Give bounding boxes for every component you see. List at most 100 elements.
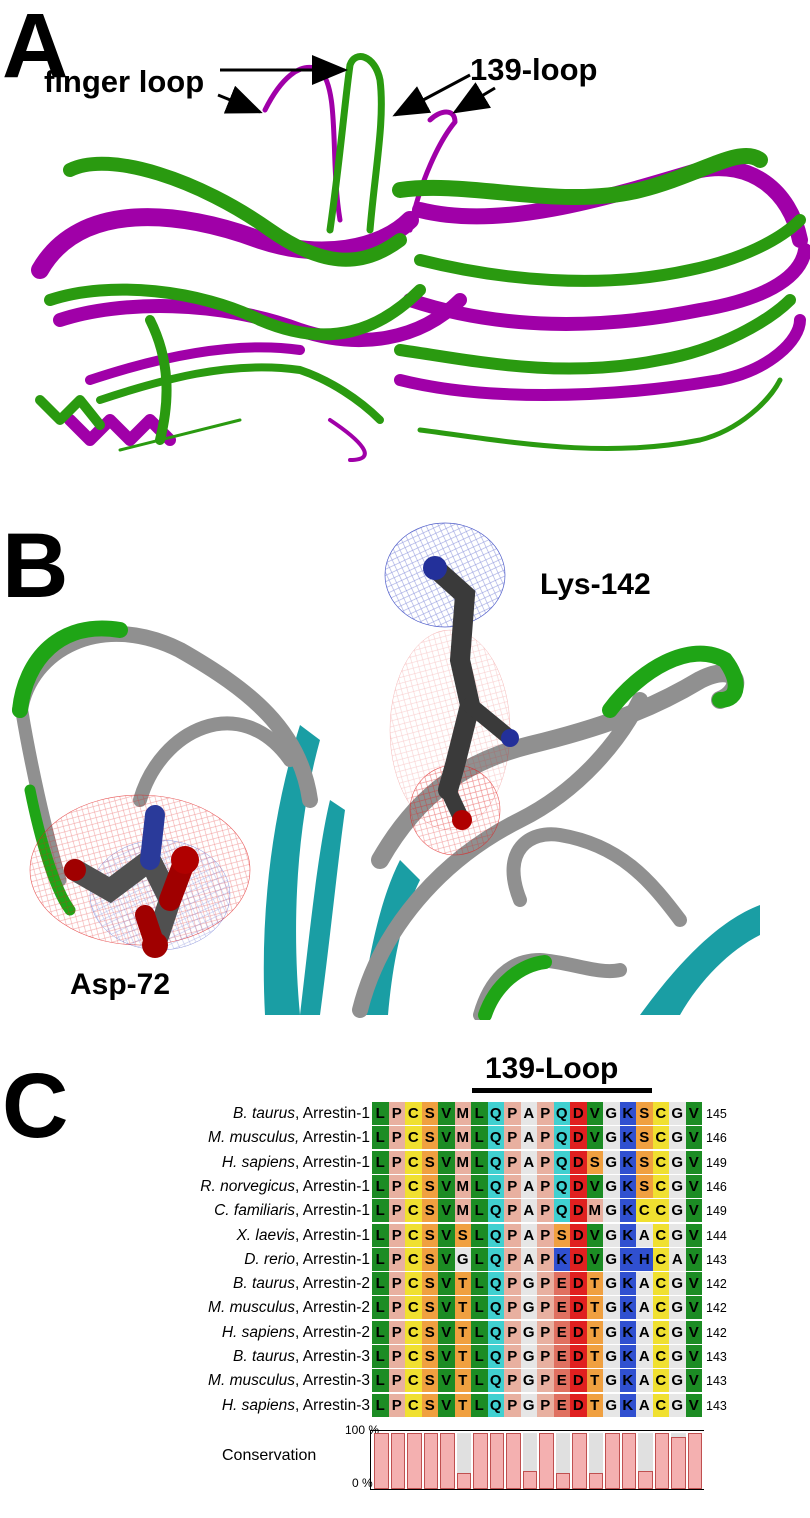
residue-cell: L (471, 1369, 488, 1393)
residue-cell: P (504, 1174, 521, 1198)
conservation-bar (374, 1433, 389, 1489)
139-loop-label: 139-loop (470, 52, 598, 87)
sequence-end-number: 146 (706, 1131, 727, 1146)
residue-cell: P (537, 1199, 554, 1223)
residue-cell: D (570, 1296, 587, 1320)
residue-cell: D (570, 1126, 587, 1150)
residue-cell: V (586, 1102, 603, 1125)
residue-cell: V (685, 1369, 702, 1393)
panel-a-letter: A (2, 0, 69, 97)
species-name: B. taurus (233, 1348, 296, 1365)
residue-cell: Q (487, 1174, 504, 1198)
residue-cell: V (438, 1320, 455, 1344)
residue-cell: L (372, 1320, 389, 1344)
panel-b-residue-view (12, 522, 760, 1020)
residue-cell: P (388, 1393, 405, 1417)
residue-cell: V (438, 1272, 455, 1296)
residue-cell: K (619, 1247, 636, 1271)
residue-cell: A (520, 1102, 537, 1125)
residue-cell: P (504, 1369, 521, 1393)
conservation-bar (638, 1471, 653, 1489)
residue-cell: S (421, 1272, 438, 1296)
residue-cell: E (553, 1345, 570, 1368)
residue-cell: L (372, 1247, 389, 1271)
residue-cell: S (421, 1369, 438, 1393)
residue-cell: P (504, 1296, 521, 1320)
residue-cell: G (669, 1345, 686, 1368)
species-separator: , (295, 1105, 300, 1122)
residue-cell: G (603, 1150, 620, 1174)
protein-name: Arrestin-1 (299, 1250, 370, 1268)
residue-cell: T (586, 1320, 603, 1344)
residue-cell: Q (487, 1369, 504, 1393)
residue-cell: C (652, 1296, 669, 1320)
residue-cell: D (570, 1150, 587, 1174)
residue-cell: A (669, 1247, 686, 1271)
species-label: H. sapiens, Arrestin-2 (0, 1321, 370, 1345)
sequence-end-number: 143 (706, 1398, 727, 1413)
residue-cell: A (520, 1223, 537, 1247)
residue-cell: A (636, 1272, 653, 1296)
residue-cell: G (669, 1150, 686, 1174)
residue-cell: G (603, 1393, 620, 1417)
residue-cell: G (603, 1272, 620, 1296)
residue-cell: M (454, 1102, 471, 1125)
residue-cell: V (685, 1320, 702, 1344)
protein-name: Arrestin-1 (299, 1226, 370, 1244)
residue-cell: V (438, 1174, 455, 1198)
residue-cell: C (652, 1126, 669, 1150)
residue-cell: V (438, 1223, 455, 1247)
residue-cell: G (520, 1272, 537, 1296)
species-name: R. norvegicus (200, 1177, 296, 1195)
residue-cell: L (372, 1174, 389, 1198)
residue-cell: M (454, 1199, 471, 1223)
residue-cell: C (405, 1199, 422, 1223)
conservation-axis-bottom: 0 % (352, 1476, 373, 1490)
residue-cell: G (520, 1320, 537, 1344)
residue-cell: E (553, 1393, 570, 1417)
residue-cell: C (652, 1102, 669, 1125)
species-separator: , (295, 1299, 300, 1317)
residue-cell: T (454, 1272, 471, 1296)
residue-cell: C (652, 1320, 669, 1344)
residue-cell: P (388, 1150, 405, 1174)
residue-cell: V (438, 1345, 455, 1368)
species-name: B. taurus (233, 1105, 296, 1122)
conservation-bar (671, 1437, 686, 1489)
species-name: M. musculus, (208, 1129, 300, 1147)
protein-name: Arrestin-1 (299, 1129, 370, 1147)
residue-cell: C (405, 1223, 422, 1247)
conservation-bar (390, 1433, 405, 1489)
species-name: H. sapiens (221, 1396, 296, 1414)
residue-cell: S (454, 1223, 471, 1247)
residue-cell: G (520, 1296, 537, 1320)
residue-cell: V (685, 1247, 702, 1271)
residue-cell: D (570, 1320, 587, 1344)
residue-cell: L (372, 1272, 389, 1296)
residue-cell: V (586, 1223, 603, 1247)
residue-cell: A (520, 1247, 537, 1271)
residue-cell: C (652, 1272, 669, 1296)
residue-cell: L (372, 1126, 389, 1150)
conservation-bar (473, 1433, 488, 1489)
conservation-bar (687, 1433, 702, 1489)
residue-cell: D (570, 1272, 587, 1296)
residue-cell: M (454, 1174, 471, 1198)
residue-cell: L (372, 1102, 389, 1125)
protein-name: Arrestin-1 (299, 1153, 370, 1171)
residue-cell: M (454, 1126, 471, 1150)
residue-cell: E (553, 1369, 570, 1393)
residue-cell: P (537, 1247, 554, 1271)
protein-name: Arrestin-1 (299, 1177, 370, 1195)
residue-cell: V (685, 1345, 702, 1368)
residue-cell: P (388, 1272, 405, 1296)
residue-cell: P (504, 1199, 521, 1223)
panel-a-ribbon-structure (31, 53, 810, 462)
residue-cell: C (652, 1369, 669, 1393)
residue-cell: P (537, 1296, 554, 1320)
protein-name: Arrestin-2 (299, 1275, 370, 1293)
residue-cell: K (619, 1102, 636, 1125)
